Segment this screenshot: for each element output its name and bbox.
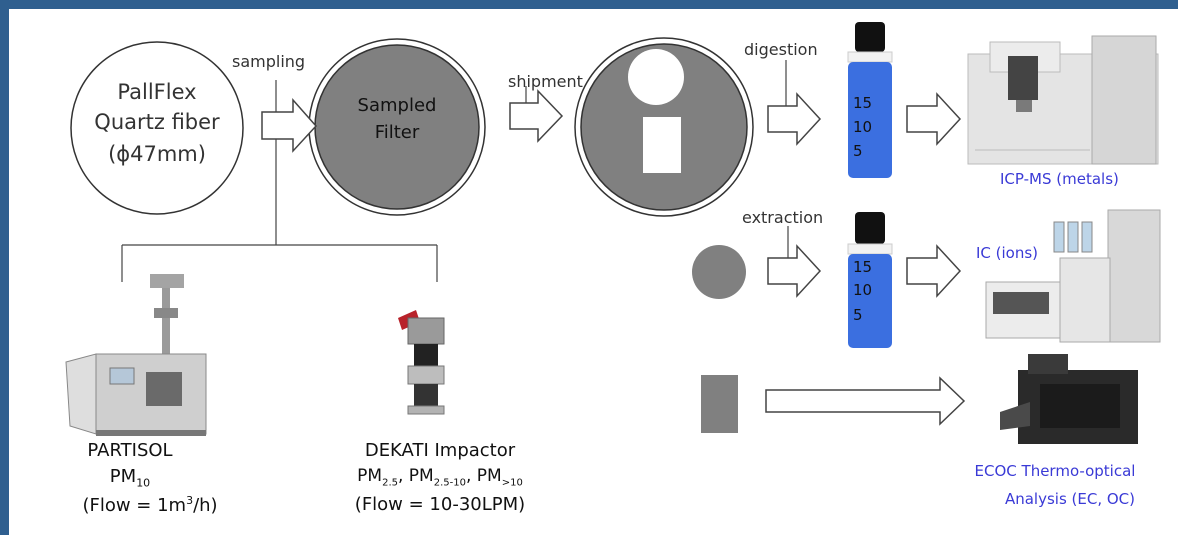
dekati-impactor (398, 310, 444, 414)
vial1-mark-10: 10 (853, 118, 872, 136)
ic-label: IC (ions) (976, 244, 1038, 262)
ecoc-instrument (1000, 354, 1138, 444)
icpms-label: ICP-MS (metals) (1000, 170, 1119, 188)
dekati-pm-a: PM (357, 466, 382, 486)
label-sampling: sampling (232, 52, 305, 71)
sampled-filter-line2: Filter (347, 122, 447, 143)
label-digestion: digestion (744, 40, 818, 59)
partisol-sampler (66, 274, 206, 436)
ecoc-label-line2: Analysis (EC, OC) (985, 490, 1155, 508)
dekati-pm-a-sub: 2.5 (382, 477, 398, 488)
arrow-extraction (768, 246, 820, 296)
partisol-pm: PM10 (70, 466, 190, 490)
partisol-flow: (Flow = 1m3/h) (55, 494, 245, 516)
partisol-name: PARTISOL (70, 440, 190, 461)
partisol-pm-base: PM (110, 466, 136, 487)
dekati-name: DEKATI Impactor (330, 440, 550, 461)
arrow-to-ic (907, 246, 960, 296)
dekati-pm-b: , PM (398, 466, 434, 486)
dekati-pm-b-sub: 2.5-10 (434, 477, 466, 488)
filter-label-line1: PallFlex (97, 80, 217, 104)
dekati-pm: PM2.5, PM2.5-10, PM>10 (320, 466, 560, 488)
icpms-instrument (968, 36, 1158, 164)
dekati-flow: (Flow = 10-30LPM) (330, 494, 550, 515)
arrow-digestion (768, 94, 820, 144)
label-extraction: extraction (742, 208, 823, 227)
punch-rect-piece (701, 375, 738, 433)
vial-extraction (848, 212, 892, 348)
filter-punch-round (628, 49, 684, 105)
filter-punch-rect (643, 117, 681, 173)
vial1-mark-15: 15 (853, 94, 872, 112)
sampled-filter-line1: Sampled (347, 95, 447, 116)
filter-label-line2: Quartz fiber (77, 110, 237, 134)
arrow-to-icpms (907, 94, 960, 144)
ecoc-label-line1: ECOC Thermo-optical (955, 462, 1155, 480)
ic-instrument (986, 210, 1160, 342)
dekati-pm-c: , PM (466, 466, 502, 486)
arrow-shipment (510, 91, 562, 141)
partisol-flow-pre: (Flow = 1m (82, 495, 186, 516)
vial1-mark-5: 5 (853, 142, 863, 160)
partisol-flow-post: /h) (193, 495, 218, 516)
label-shipment: shipment (508, 72, 583, 91)
dekati-pm-c-sub: >10 (502, 477, 523, 488)
filter-label-line3: (ϕ47mm) (97, 142, 217, 166)
arrow-to-ecoc (766, 378, 964, 424)
vial2-mark-15: 15 (853, 258, 872, 276)
partisol-flow-sup: 3 (186, 494, 193, 507)
arrow-sampling (262, 100, 316, 151)
punch-circle-piece (692, 245, 746, 299)
vial2-mark-5: 5 (853, 306, 863, 324)
partisol-pm-sub: 10 (136, 477, 150, 490)
vial2-mark-10: 10 (853, 281, 872, 299)
